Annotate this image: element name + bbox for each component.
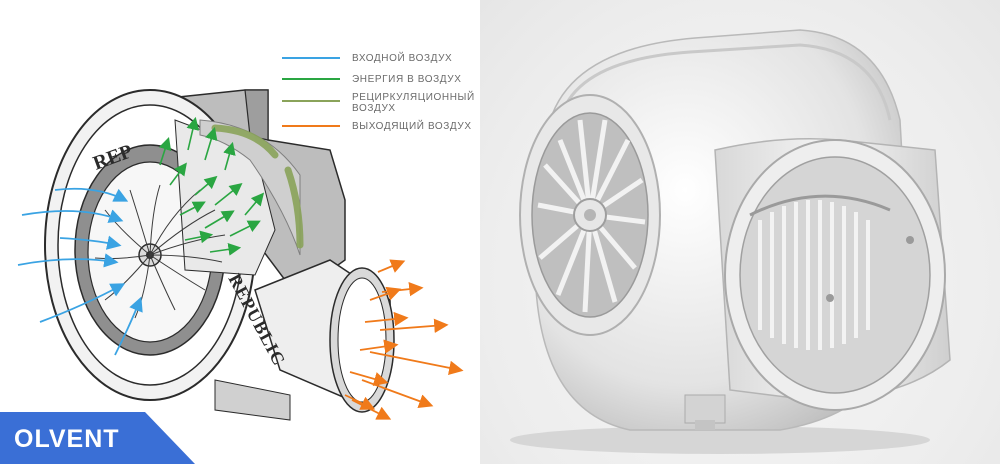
fan-diagram: ВХОДНОЙ ВОЗДУХ ЭНЕРГИЯ В ВОЗДУХ РЕЦИРКУЛ…: [0, 0, 480, 464]
legend-label-recirculation-2: ВОЗДУХ: [352, 103, 396, 114]
brand-logo: OLVENT: [14, 425, 120, 453]
brand-badge-shape: [0, 412, 195, 464]
fan-feet: [684, 394, 726, 430]
recirculation-arrows: [211, 124, 304, 249]
right-impeller-blades: [758, 200, 870, 350]
energy-arrows: [158, 116, 265, 256]
inlet-arrows: [17, 187, 143, 356]
legend-label-inlet: ВХОДНОЙ ВОЗДУХ: [352, 51, 452, 64]
brand-badge: OLVENT: [0, 412, 200, 464]
outlet-arrows: [344, 259, 464, 420]
fan-diagram-svg: ВХОДНОЙ ВОЗДУХ ЭНЕРГИЯ В ВОЗДУХ РЕЦИРКУЛ…: [17, 51, 475, 421]
legend-label-recirculation: РЕЦИРКУЛЯЦИОННЫЙ: [352, 90, 475, 103]
fan-photo: [480, 0, 1000, 464]
photo-shadow: [510, 426, 930, 454]
fan-photo-svg: [510, 29, 951, 454]
legend: ВХОДНОЙ ВОЗДУХ ЭНЕРГИЯ В ВОЗДУХ РЕЦИРКУЛ…: [282, 51, 475, 132]
legend-label-energy: ЭНЕРГИЯ В ВОЗДУХ: [352, 74, 461, 85]
outlet-duct: [714, 138, 951, 411]
legend-label-outlet: ВЫХОДЯЩИЙ ВОЗДУХ: [352, 119, 472, 132]
fan-housing: REP REPUBLIC: [44, 89, 395, 421]
